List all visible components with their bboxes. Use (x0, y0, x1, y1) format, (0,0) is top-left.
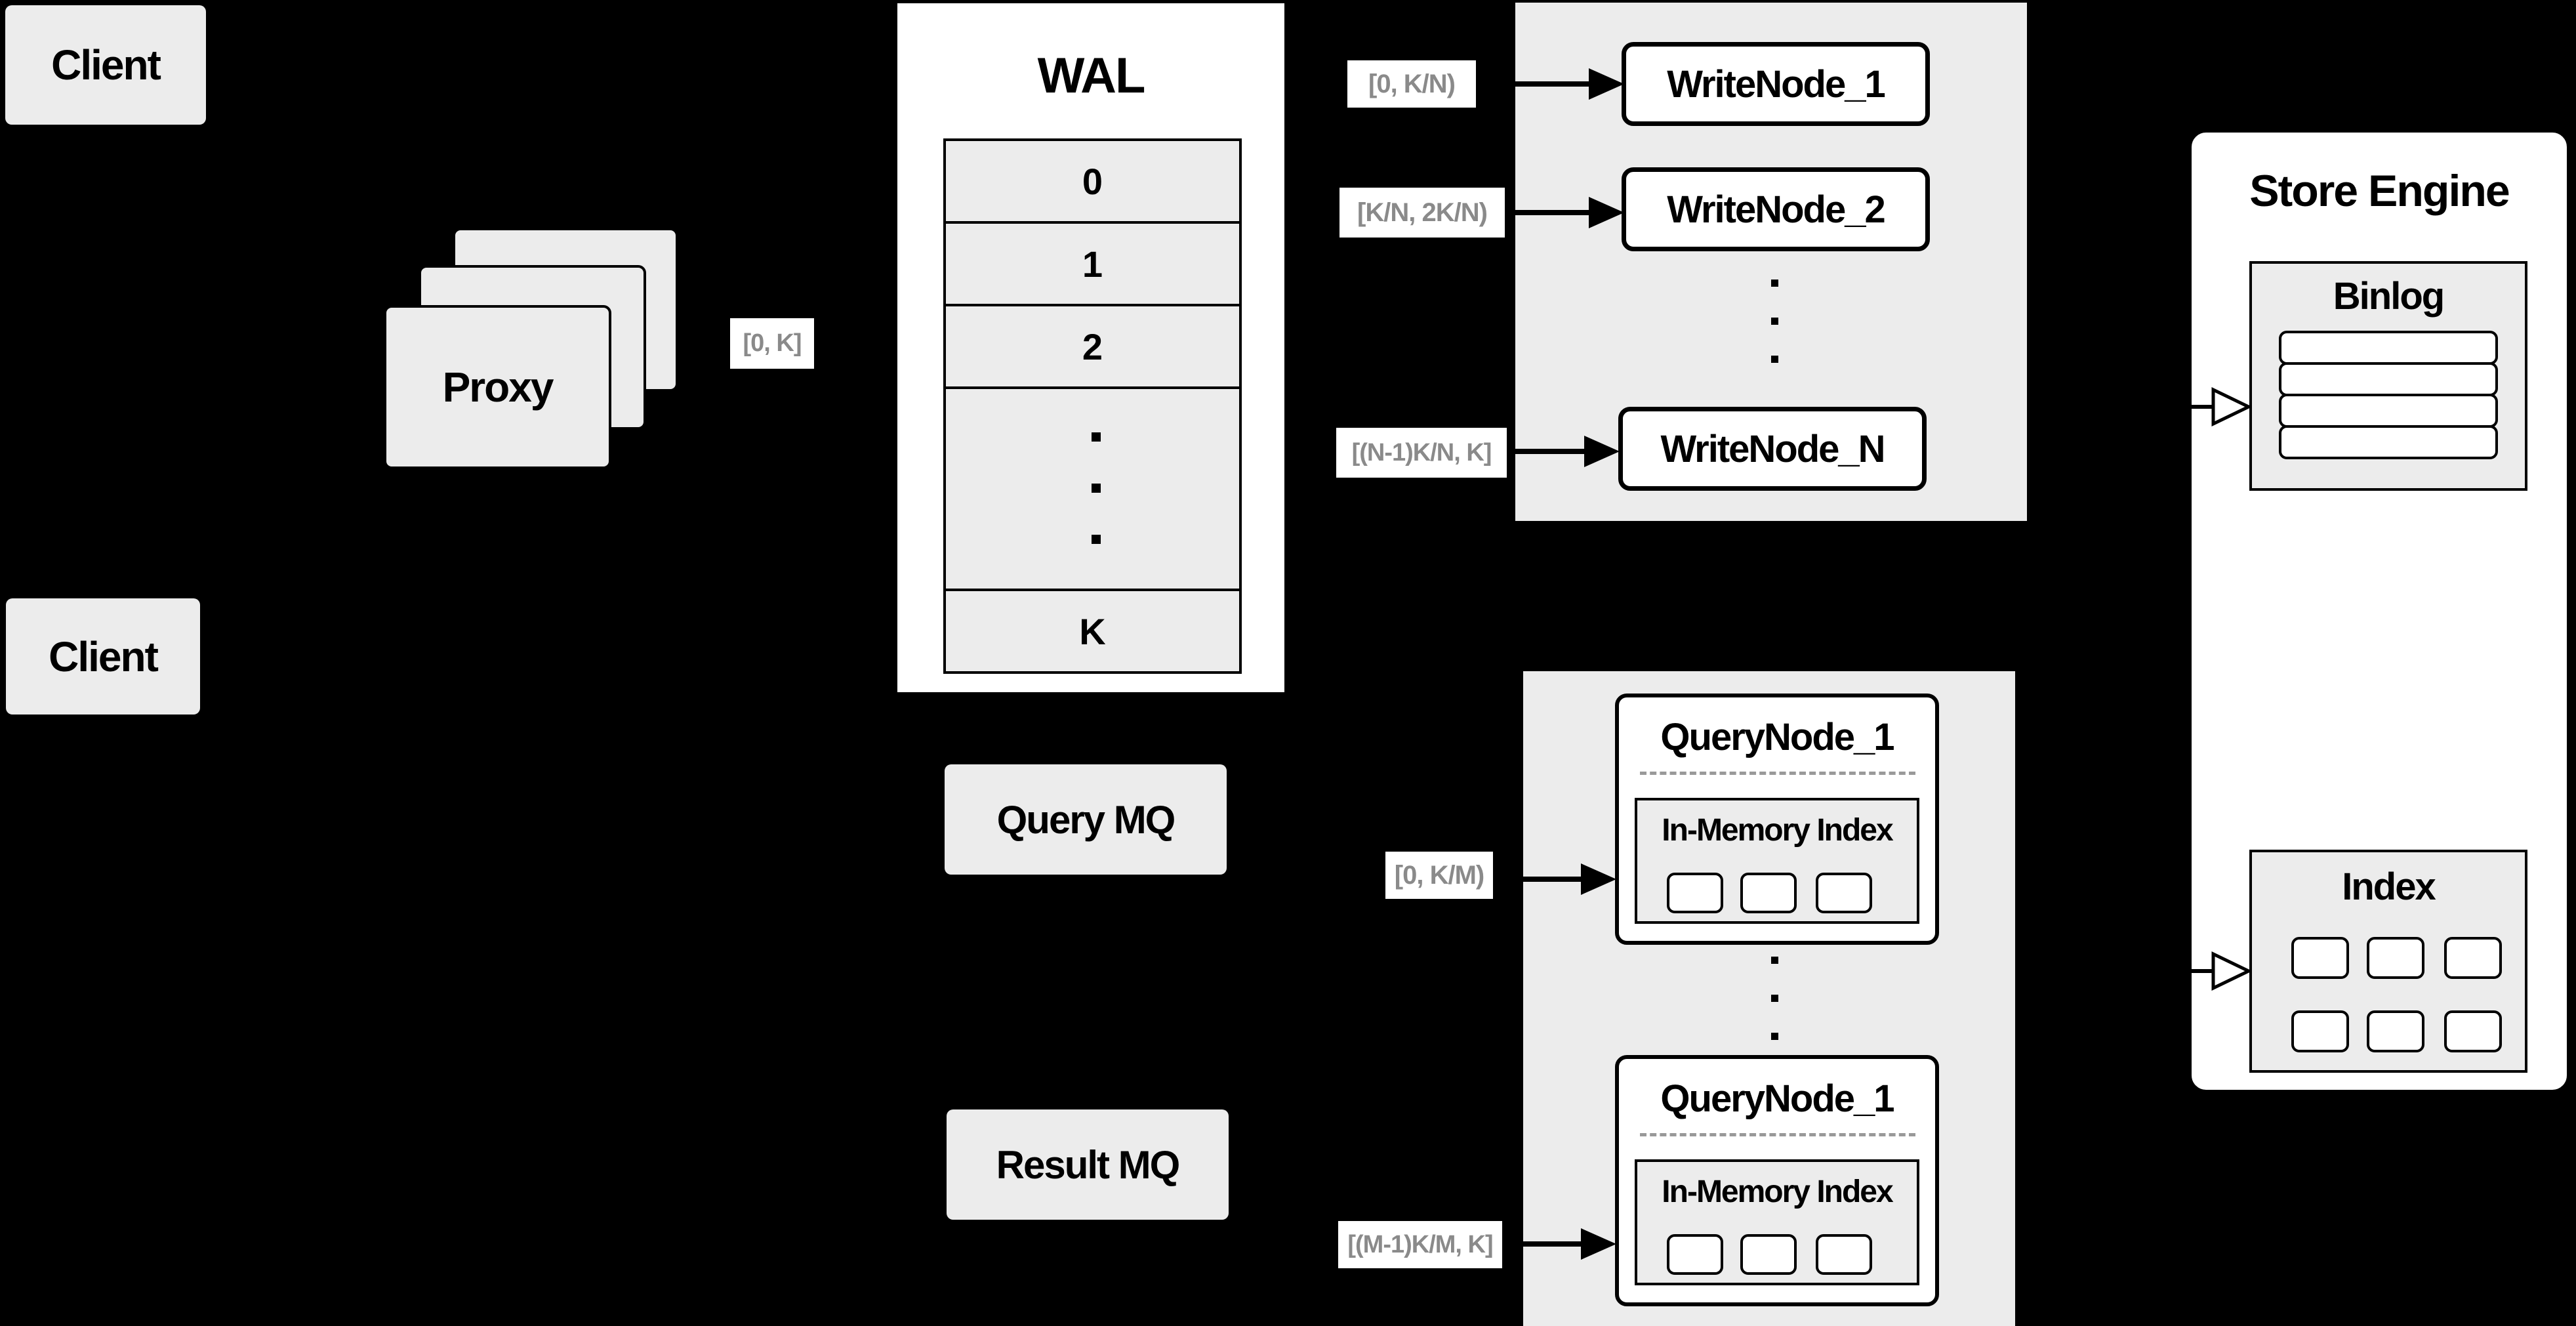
write-node-n: WriteNode_N (1618, 407, 1927, 491)
client-bottom-label: Client (49, 632, 159, 680)
store-engine-title: Store Engine (2249, 166, 2510, 216)
result-mq-label: Result MQ (996, 1142, 1181, 1187)
write-node-2: WriteNode_2 (1622, 167, 1930, 251)
memory-segment-cell (1667, 1234, 1723, 1275)
binlog-row (2279, 425, 2498, 459)
query-mq-node: Query MQ (945, 764, 1227, 875)
query-node-top-title: QueryNode_1 (1660, 716, 1894, 758)
index-title: Index (2342, 865, 2436, 908)
write-node-1: WriteNode_1 (1622, 42, 1930, 126)
range-chip-writenode-n: [(N-1)K/N, K] (1336, 428, 1507, 478)
range-chip-writenode-2: [K/N, 2K/N) (1339, 188, 1505, 238)
vertical-ellipsis-dot (1771, 995, 1778, 1002)
write-node-1-label: WriteNode_1 (1667, 62, 1885, 106)
vertical-ellipsis-dot (1092, 484, 1101, 493)
write-node-2-label: WriteNode_2 (1667, 188, 1885, 231)
in-memory-index-top-label: In-Memory Index (1662, 813, 1893, 848)
index-cell (2444, 1010, 2502, 1052)
client-node-top: Client (5, 5, 206, 125)
binlog-title: Binlog (2333, 275, 2445, 318)
wal-title: WAL (1037, 48, 1146, 104)
range-chip-writenode-1: [0, K/N) (1347, 60, 1476, 108)
vertical-ellipsis-dot (1771, 957, 1778, 964)
wal-slot-row: 1 (943, 221, 1242, 306)
wal-ellipsis-row (943, 386, 1242, 591)
index-cell (2367, 937, 2424, 979)
index-cell (2367, 1010, 2424, 1052)
wal-slot-row: 2 (943, 304, 1242, 389)
vertical-ellipsis-dot (1771, 356, 1778, 363)
arrow-wal-to-writenode-n (1507, 436, 1620, 467)
arrow-into-index (2178, 951, 2251, 991)
vertical-ellipsis-dot (1771, 1033, 1778, 1040)
index-cell (2291, 937, 2349, 979)
query-node-bottom-divider (1640, 1133, 1915, 1136)
range-chip-querynode-m: [(M-1)K/M, K] (1338, 1221, 1502, 1268)
wal-slot-row: K (943, 589, 1242, 674)
vertical-ellipsis-dot (1092, 535, 1101, 544)
write-node-n-label: WriteNode_N (1660, 427, 1885, 470)
query-node-bottom-title: QueryNode_1 (1660, 1077, 1894, 1120)
arrow-into-binlog (2178, 387, 2251, 426)
memory-segment-cell (1667, 873, 1723, 913)
proxy-label: Proxy (442, 363, 554, 411)
index-cell (2291, 1010, 2349, 1052)
arrow-resultmq-to-querynode-bottom (1502, 1228, 1616, 1260)
result-mq-node: Result MQ (947, 1109, 1229, 1220)
wal-slot-table: 0 1 2 K (943, 138, 1242, 674)
memory-segment-cell (1740, 1234, 1797, 1275)
query-node-top-divider (1640, 772, 1915, 775)
wal-slot-row: 0 (943, 138, 1242, 224)
range-chip-querynode-1: [0, K/M) (1385, 852, 1493, 899)
binlog-row (2279, 331, 2498, 365)
arrow-querymq-to-querynode-top (1493, 863, 1616, 895)
index-cell (2444, 937, 2502, 979)
vertical-ellipsis-dot (1092, 432, 1101, 442)
range-chip-proxy-wal: [0, K] (730, 318, 814, 369)
in-memory-index-bottom-label: In-Memory Index (1662, 1174, 1893, 1209)
arrow-wal-to-writenode-2 (1505, 197, 1624, 228)
memory-segment-cell (1816, 1234, 1872, 1275)
client-node-bottom: Client (6, 598, 200, 715)
binlog-row (2279, 394, 2498, 428)
proxy-node: Proxy (384, 305, 611, 469)
client-top-label: Client (51, 41, 161, 89)
query-mq-label: Query MQ (996, 797, 1176, 842)
binlog-row (2279, 362, 2498, 396)
vertical-ellipsis-dot (1771, 318, 1778, 325)
binlog-rows (2279, 331, 2498, 459)
memory-segment-cell (1816, 873, 1872, 913)
arrow-wal-to-writenode-1 (1476, 68, 1624, 100)
memory-segment-cell (1740, 873, 1797, 913)
vertical-ellipsis-dot (1771, 280, 1778, 287)
